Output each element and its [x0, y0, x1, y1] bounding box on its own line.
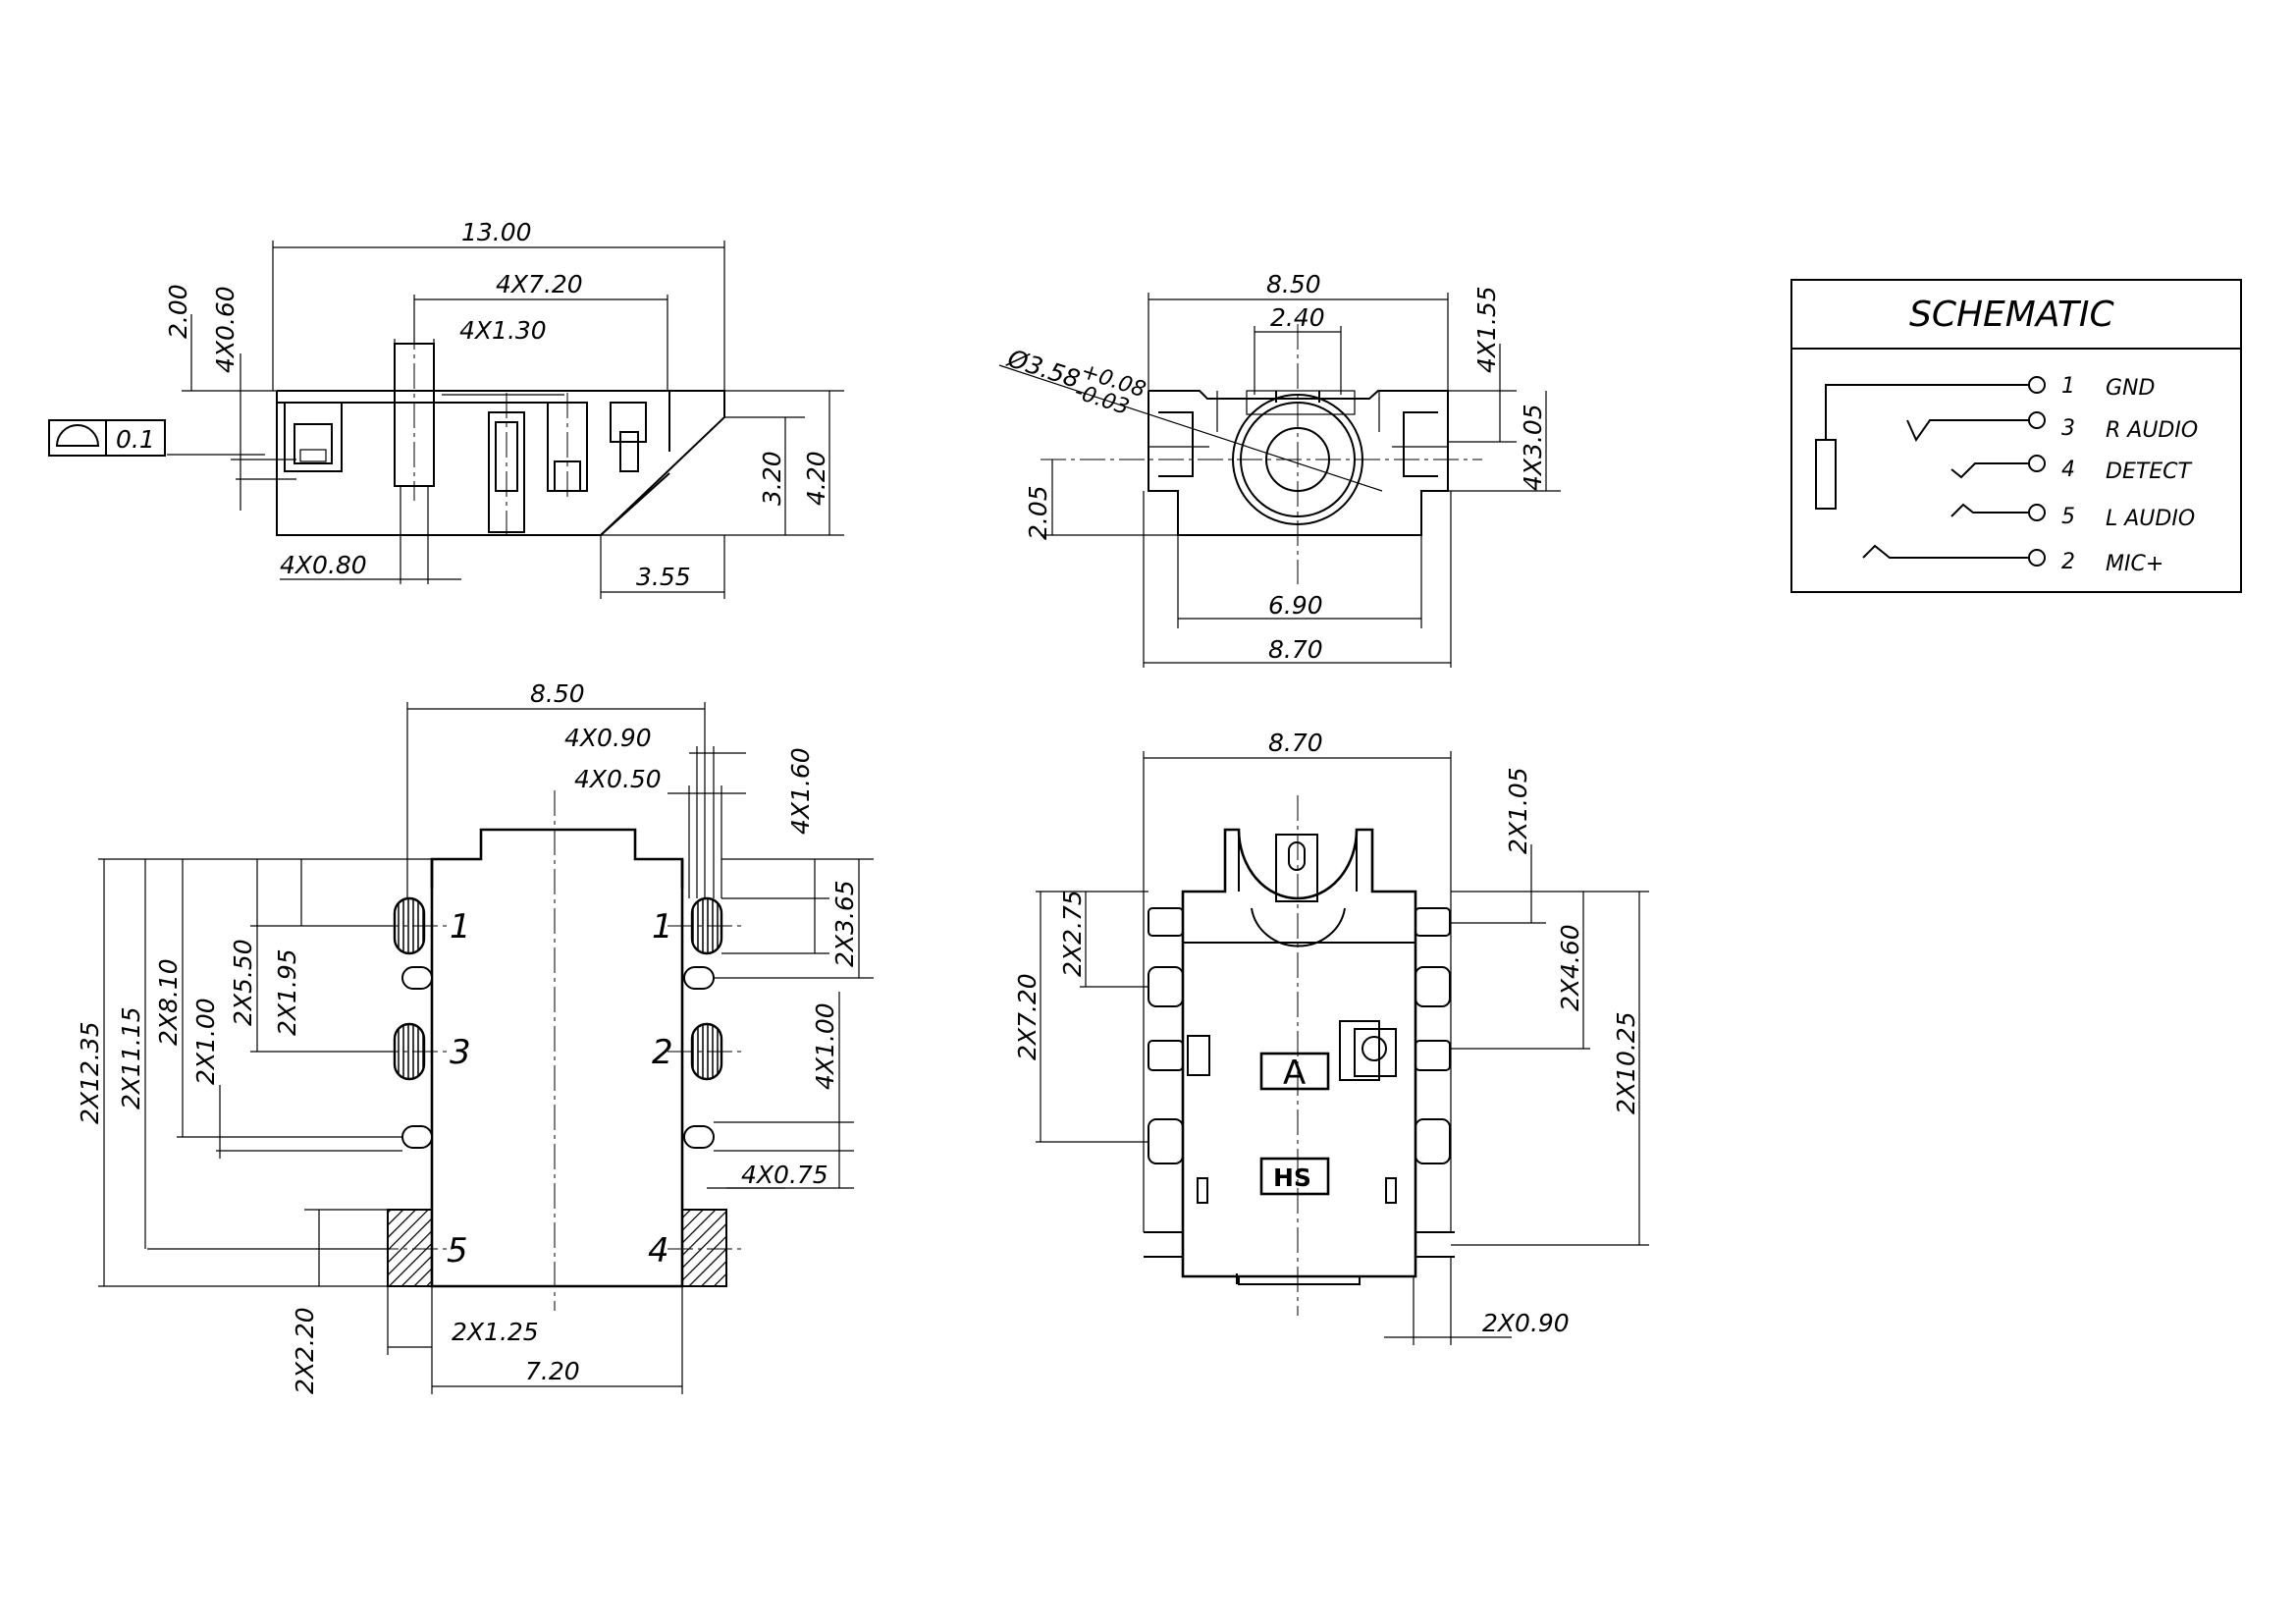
schematic-pin-num: 5: [2061, 505, 2075, 529]
marking-a-box: [1259, 1052, 1330, 1091]
dim-bottom-overall-width: 8.70: [1268, 729, 1323, 757]
schematic-pin-label: DETECT: [2106, 460, 2193, 484]
pcb-footprint-view: 1 1 3 2 5 4: [76, 679, 874, 1394]
dim-pcb-row2-offset: 2X3.65: [830, 880, 859, 967]
schematic-pin-num: 2: [2061, 550, 2075, 574]
dim-pcb-h-1-95: 2X1.95: [273, 948, 301, 1036]
dim-pin-height: 4X0.60: [211, 286, 240, 373]
dim-pin-pitch: 4X7.20: [496, 270, 583, 298]
dim-front-center-height: 2.05: [1024, 485, 1052, 540]
marking-a: A: [1283, 1054, 1306, 1093]
pcb-pad-pin4: [681, 1209, 727, 1287]
dim-pcb-slot-inner: 4X0.50: [574, 765, 662, 793]
schematic-pin-label: GND: [2106, 376, 2155, 401]
dim-front-opening: 2.40: [1270, 303, 1325, 332]
marking-hs: HS: [1273, 1163, 1311, 1192]
schematic-pin-label: L AUDIO: [2106, 507, 2195, 531]
pin-terminal-icon: [2028, 411, 2046, 429]
profile-of-surface-icon: [55, 424, 100, 447]
dim-front-side-height: 4X3.05: [1519, 404, 1547, 491]
dim-pcb-h-2-20: 2X2.20: [291, 1307, 319, 1394]
dim-pcb-h-12-35: 2X12.35: [76, 1021, 104, 1124]
dim-pin-width: 4X1.30: [459, 316, 547, 345]
pin-terminal-icon: [2028, 504, 2046, 521]
schematic-pin-num: 4: [2061, 458, 2075, 482]
schematic-pin-num: 3: [2061, 416, 2075, 441]
dim-bottom-pin-2-75: 2X2.75: [1058, 890, 1087, 977]
dim-bottom-pin-first: 2X1.05: [1504, 767, 1532, 854]
schematic-pin-num: 1: [2061, 374, 2075, 399]
pcb-pin-label: 3: [450, 1033, 471, 1072]
pcb-pin-label: 2: [652, 1033, 673, 1072]
dim-bottom-pin-7-20: 2X7.20: [1013, 973, 1041, 1060]
front-view: 8.50 2.40 4X1.55 4X3.05 2.05 6.90 8.70 Ø…: [998, 270, 1561, 668]
sleeve-contact-icon: [1815, 439, 1837, 510]
dim-pcb-body-w: 7.20: [525, 1357, 580, 1385]
dim-pcb-h-11-15: 2X11.15: [117, 1006, 145, 1109]
dim-pcb-pad-w: 2X1.25: [452, 1318, 539, 1346]
pcb-pin-label: 5: [447, 1231, 468, 1271]
dim-body-height: 3.20: [758, 451, 786, 506]
dim-height-top: 2.00: [164, 284, 192, 339]
dim-overall-length: 13.00: [461, 218, 532, 246]
dim-pcb-h-8-10: 2X8.10: [154, 958, 183, 1046]
dim-front-length: 3.55: [636, 563, 691, 591]
pin-terminal-icon: [2028, 376, 2046, 394]
dim-pcb-slot-width: 4X0.90: [564, 724, 652, 752]
dim-pcb-h-1-00: 2X1.00: [191, 998, 220, 1085]
pcb-pad-pin5: [387, 1209, 433, 1287]
dim-total-height: 4.20: [802, 451, 830, 506]
pcb-pin-label: 1: [652, 907, 673, 947]
tolerance-frame: 0.1: [48, 419, 166, 457]
dim-front-overall-width: 8.70: [1268, 635, 1323, 664]
dim-pcb-h-5-50: 2X5.50: [229, 939, 257, 1026]
pin-terminal-icon: [2028, 549, 2046, 567]
contact-circle-icon: [1362, 1036, 1387, 1061]
dim-bottom-pin-4-60: 2X4.60: [1556, 924, 1584, 1011]
dim-front-width-top: 8.50: [1266, 270, 1321, 298]
pin-terminal-icon: [2028, 455, 2046, 472]
schematic-title: SCHEMATIC: [1909, 295, 2114, 335]
dim-pcb-pitch: 4X1.00: [811, 1002, 839, 1090]
dim-pcb-slot-length: 4X1.60: [786, 747, 815, 835]
pcb-pin-label: 1: [450, 907, 471, 947]
dim-bottom-pin-10-25: 2X10.25: [1612, 1011, 1640, 1114]
dim-pin-thickness: 4X0.80: [280, 551, 367, 579]
schematic-pin-label: MIC+: [2106, 552, 2163, 576]
dim-bottom-tab-w: 2X0.90: [1482, 1309, 1570, 1337]
dim-pcb-pad-edge: 4X0.75: [741, 1161, 828, 1189]
dim-front-diameter: Ø3.58: [1003, 344, 1084, 394]
tolerance-value: 0.1: [116, 425, 155, 454]
dim-pcb-pad-span: 8.50: [530, 679, 585, 708]
dim-front-top-step: 4X1.55: [1472, 286, 1501, 373]
marking-hs-box: [1259, 1157, 1330, 1196]
latch-icon: [1275, 834, 1318, 902]
schematic-box: SCHEMATIC 1 GND 3 R AUDIO 4 DETECT 5 L A…: [1790, 279, 2242, 593]
bottom-view: A HS 8.70 2X1.05 2X4.60 2X10.25 2X2.75 2…: [1013, 729, 1649, 1345]
pcb-pin-label: 4: [648, 1231, 669, 1271]
dim-front-inner-width: 6.90: [1268, 591, 1323, 620]
side-view: 13.00 4X7.20 4X1.30 2.00 4X0.60 3.20 4.2…: [48, 218, 844, 599]
schematic-pin-label: R AUDIO: [2106, 418, 2198, 443]
